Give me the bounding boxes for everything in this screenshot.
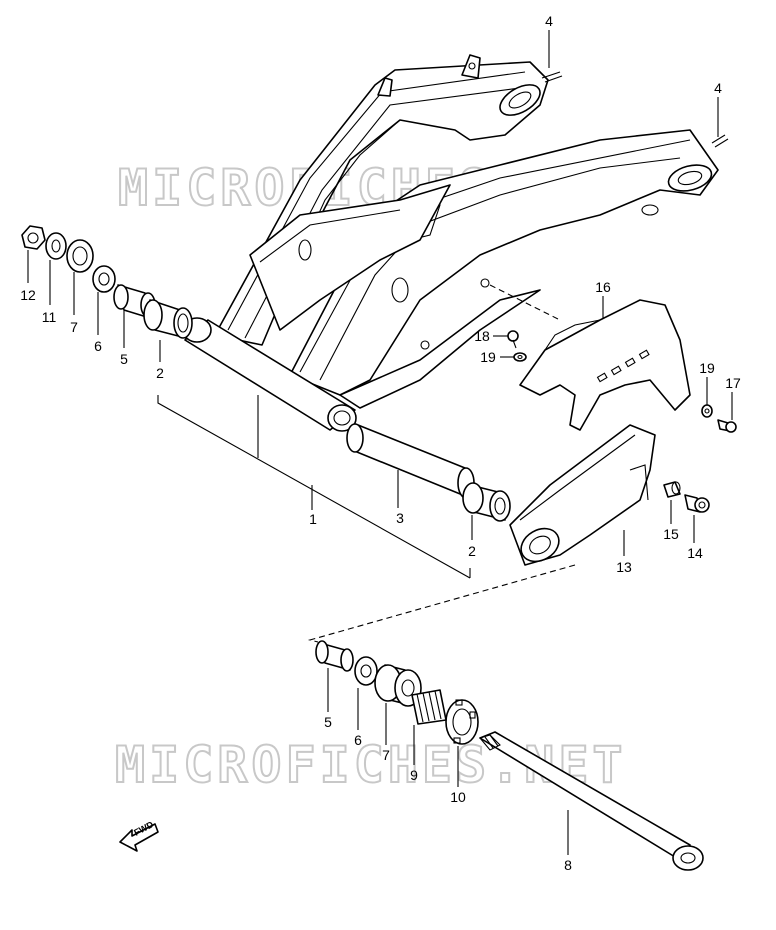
callout-8: 8 (564, 857, 572, 873)
callout-7b: 7 (382, 747, 390, 763)
swingarm (182, 54, 729, 432)
chain-guard-fasteners (507, 330, 737, 433)
callout-16: 16 (595, 279, 611, 295)
callout-13: 13 (616, 559, 632, 575)
callout-4a: 4 (545, 13, 553, 29)
callout-14: 14 (687, 545, 703, 561)
left-pivot-hardware (21, 225, 193, 339)
callout-11: 11 (42, 309, 57, 325)
buffer-fasteners (663, 481, 710, 513)
callout-5b: 5 (324, 714, 332, 730)
callout-1: 1 (309, 511, 317, 527)
chain-guard (519, 299, 691, 431)
chain-buffer (509, 424, 656, 566)
callout-2a: 2 (156, 365, 164, 381)
callout-9: 9 (410, 767, 418, 783)
callout-7a: 7 (70, 319, 78, 335)
callout-12: 12 (20, 287, 36, 303)
callout-4b: 4 (714, 80, 722, 96)
callout-5a: 5 (120, 351, 128, 367)
inner-spacer-and-bearing (346, 423, 511, 522)
fwd-arrow: FWD (119, 819, 159, 852)
callout-3: 3 (396, 510, 404, 526)
callout-6a: 6 (94, 338, 102, 354)
right-pivot-hardware (315, 640, 479, 745)
callouts: 4 4 12 11 7 6 5 2 1 3 2 16 18 19 19 17 1… (20, 13, 741, 873)
pivot-shaft (479, 731, 704, 871)
callout-2b: 2 (468, 543, 476, 559)
callout-15: 15 (663, 526, 679, 542)
leader-lines (27, 30, 733, 855)
callout-10: 10 (450, 789, 466, 805)
callout-17: 17 (725, 375, 741, 391)
callout-19a: 19 (480, 349, 496, 365)
callout-19b: 19 (699, 360, 715, 376)
callout-18: 18 (474, 328, 490, 344)
callout-6b: 6 (354, 732, 362, 748)
